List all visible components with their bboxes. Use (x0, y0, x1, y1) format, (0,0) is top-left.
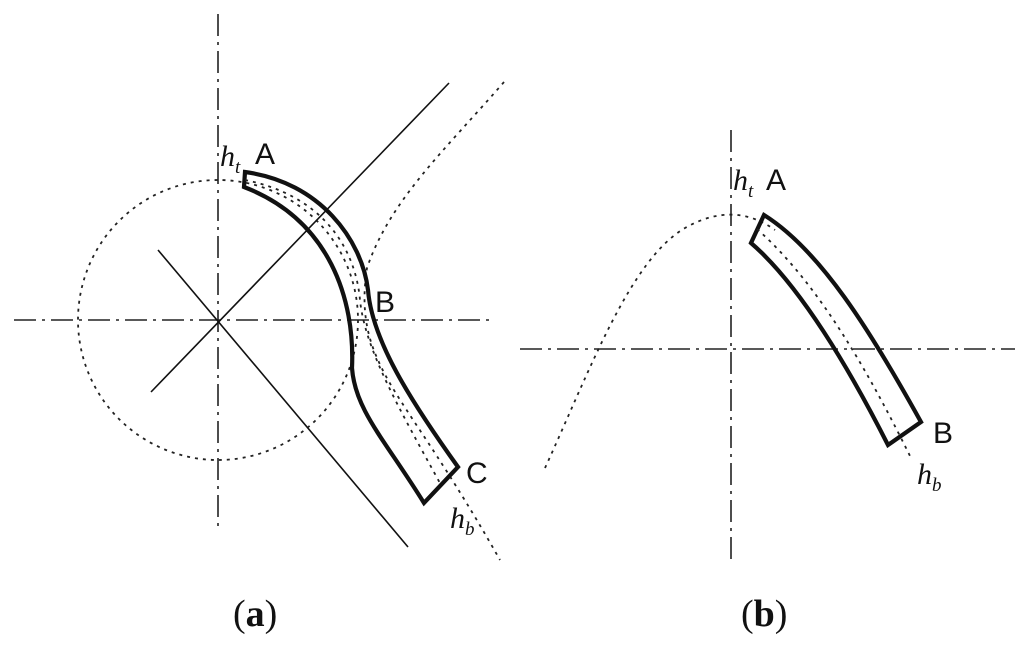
blade-profile-a (241, 169, 461, 507)
point-a-label-a: A (255, 138, 275, 171)
blade-profile-b (748, 211, 924, 449)
diagonal-line-descending (157, 249, 409, 548)
point-b-label-b: B (933, 417, 953, 450)
caption-b: (b) (741, 593, 787, 635)
ht-label-a: ht (220, 140, 241, 178)
dotted-guide-curve-a (363, 81, 505, 561)
point-a-label-b: A (766, 164, 786, 197)
hb-label-a: hb (450, 502, 475, 540)
hb-label-b: hb (917, 458, 942, 496)
caption-a: (a) (233, 593, 277, 635)
blade-mean-line-a (244, 179, 442, 486)
point-b-label-a: B (375, 286, 395, 319)
base-circle (77, 179, 359, 461)
dotted-guide-curve-b (544, 213, 776, 469)
ht-label-b: ht (733, 164, 754, 202)
panel-a: ht A B C hb (a) (14, 14, 505, 635)
panel-b: ht A B hb (b) (520, 130, 1015, 635)
diagonal-line-ascending (150, 82, 450, 393)
blade-mean-line-b (756, 228, 913, 461)
point-c-label-a: C (466, 457, 488, 490)
